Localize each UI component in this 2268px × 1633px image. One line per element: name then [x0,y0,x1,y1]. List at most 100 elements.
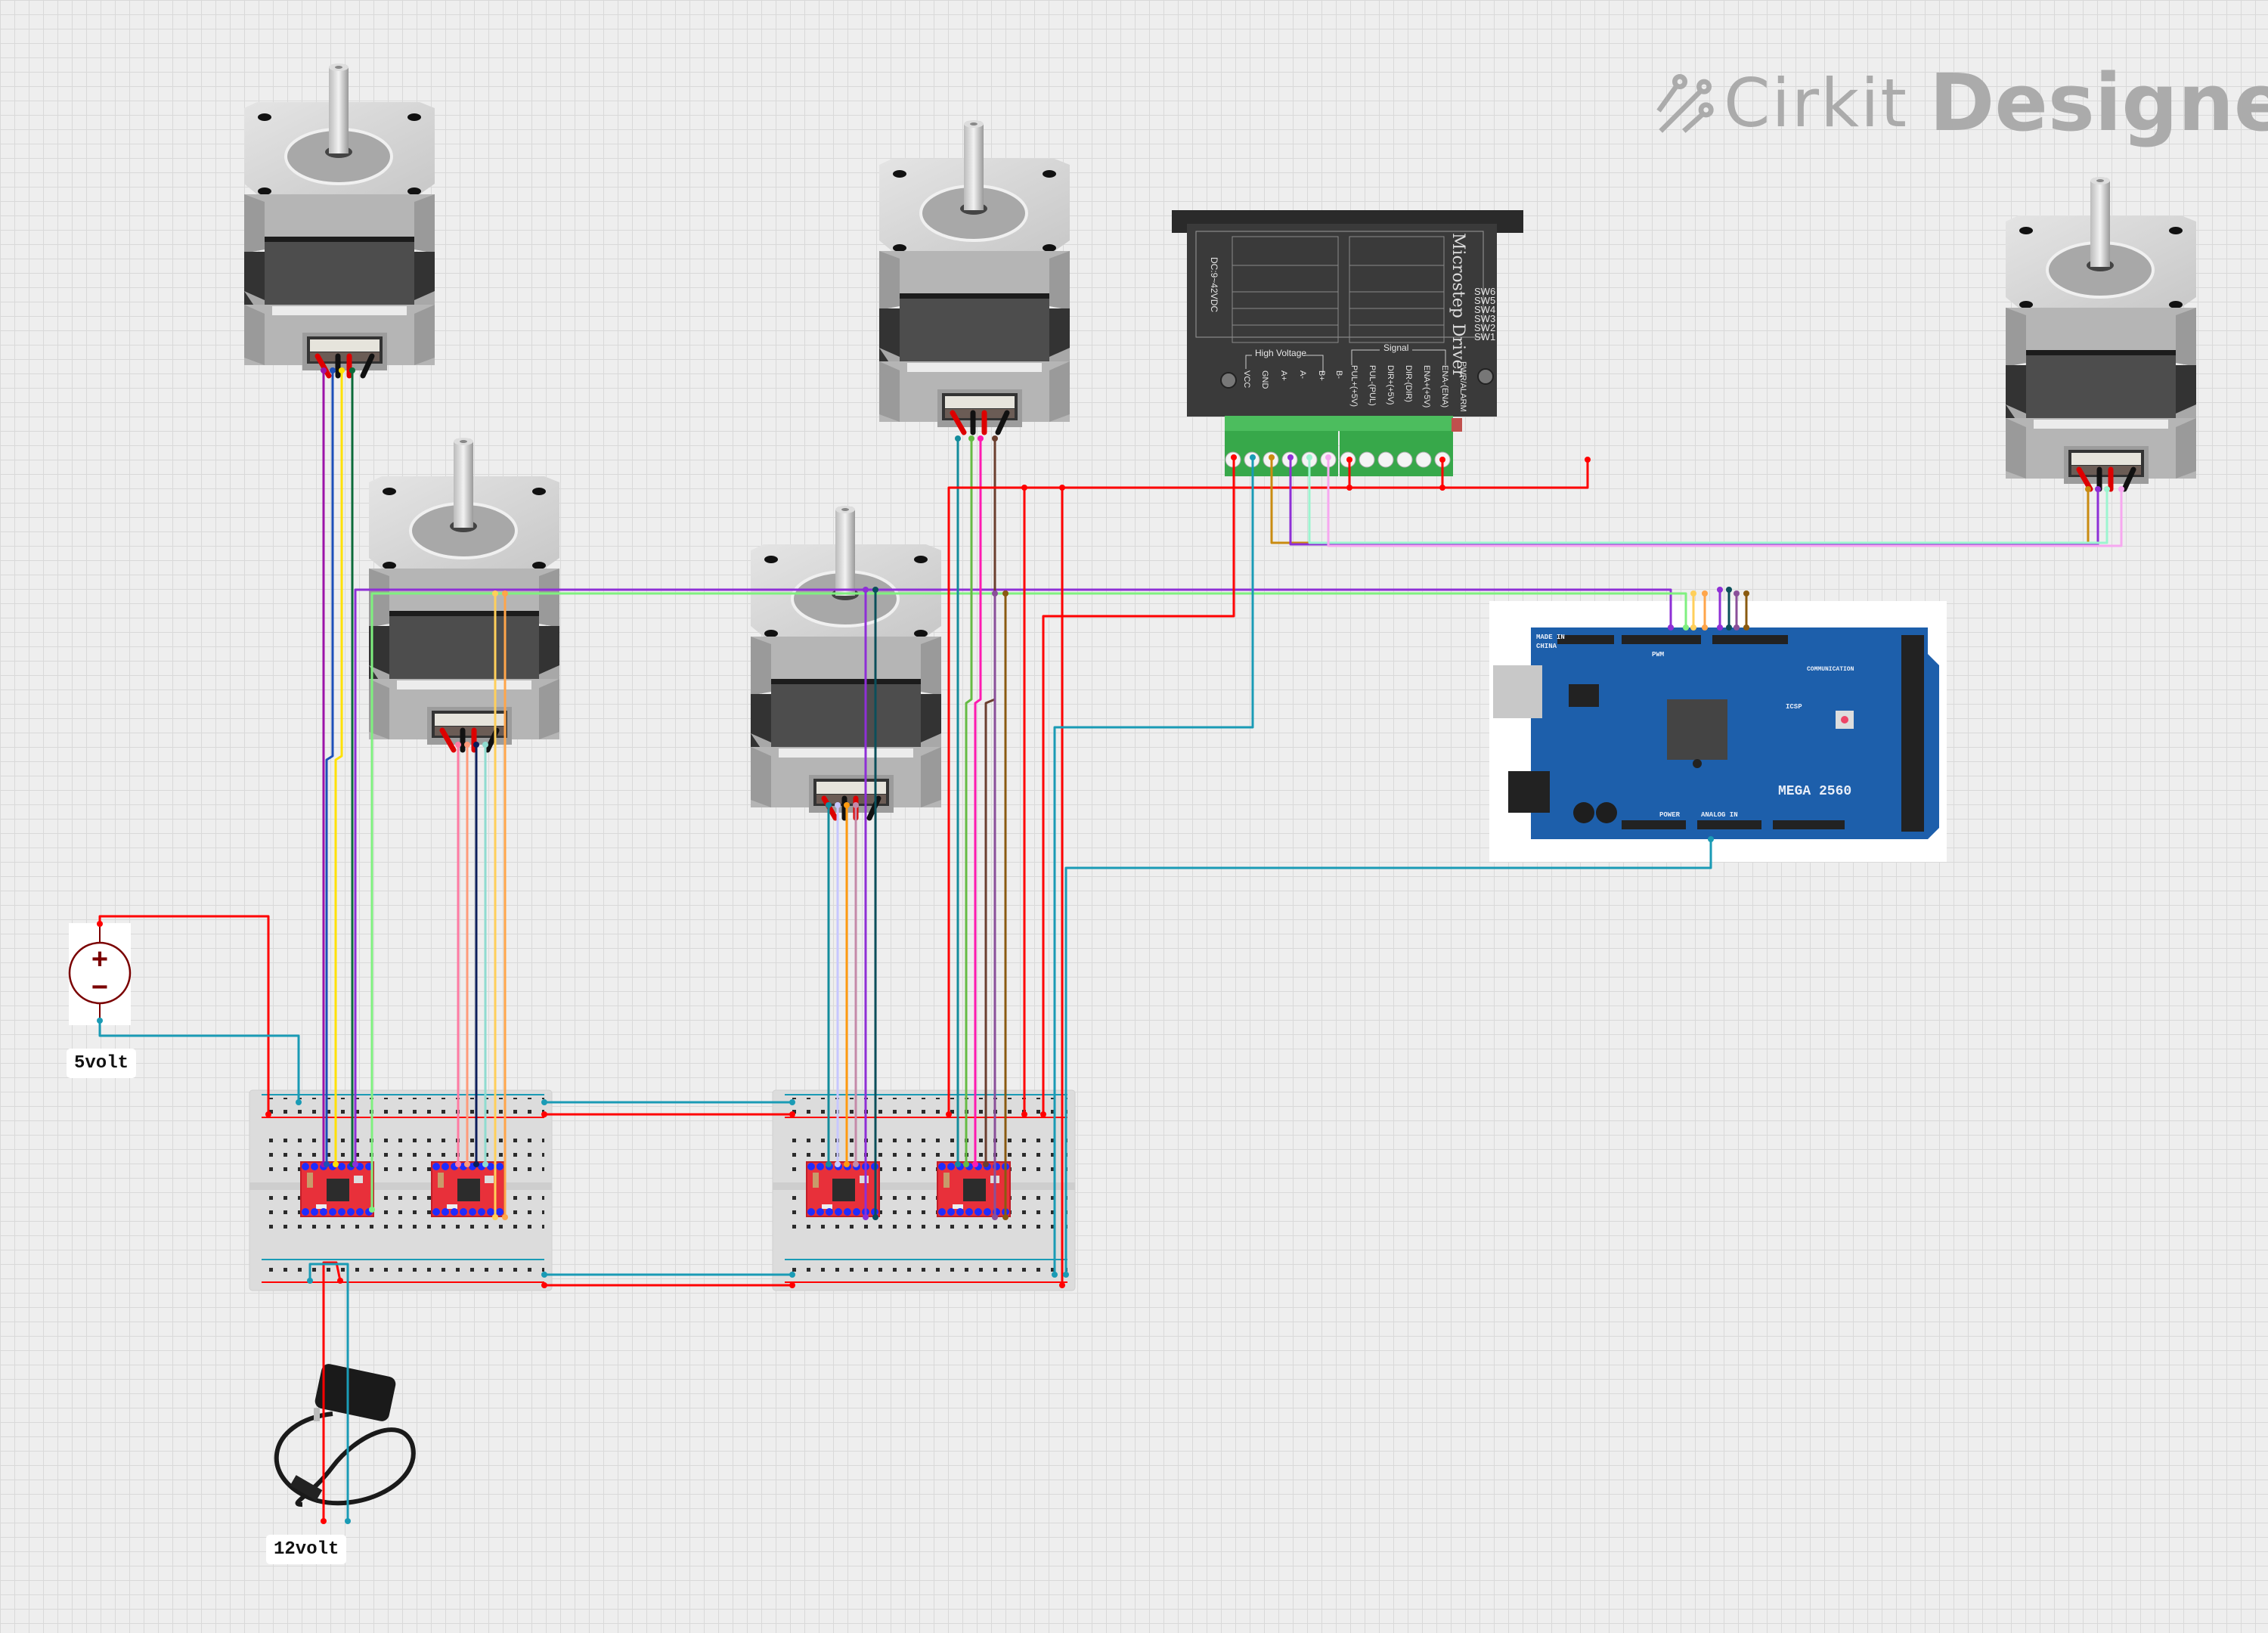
wire-endpoint[interactable] [464,1161,470,1167]
wire-endpoint[interactable] [1021,1111,1027,1117]
wire-endpoint[interactable] [1690,624,1696,631]
wire-light_green[interactable] [370,592,1687,1210]
wire-endpoint[interactable] [473,1161,479,1167]
wire-endpoint[interactable] [464,742,470,748]
wire-endpoint[interactable] [983,1161,989,1167]
wire-endpoint[interactable] [1734,624,1740,631]
wire-endpoint[interactable] [97,1018,103,1024]
wire-endpoint[interactable] [1059,485,1065,491]
wire-endpoint[interactable] [789,1111,795,1117]
wire-endpoint[interactable] [265,1111,271,1117]
wire-endpoint[interactable] [492,1214,498,1220]
wire-endpoint[interactable] [1250,454,1256,460]
wire-endpoint[interactable] [339,367,345,373]
wire-endpoint[interactable] [349,367,355,373]
terminal-screws[interactable] [1225,451,1451,468]
wire-aqua_mint[interactable] [1308,457,2108,544]
wire-ground[interactable] [98,1021,300,1102]
wire-ground[interactable] [1064,839,1712,1275]
wire-endpoint[interactable] [1683,624,1689,631]
wire-endpoint[interactable] [1743,624,1749,631]
wire-endpoint[interactable] [955,435,961,442]
wire-endpoint[interactable] [789,1099,795,1105]
wire-endpoint[interactable] [835,1161,841,1167]
wire-endpoint[interactable] [1325,454,1331,460]
stepper-motor-2[interactable] [879,120,1070,432]
wire-endpoint[interactable] [296,1099,302,1105]
wire-endpoint[interactable] [1726,587,1732,593]
stepper-motor-5[interactable] [2006,177,2196,489]
wire-endpoint[interactable] [872,587,878,593]
wire-endpoint[interactable] [872,1214,878,1220]
wire-endpoint[interactable] [541,1111,547,1117]
wire-purple[interactable] [354,588,1672,1164]
wire-endpoint[interactable] [789,1282,795,1288]
wire-endpoint[interactable] [1306,454,1312,460]
microstep-driver[interactable]: Microstep Driver DC:9~42VDC SW6 SW5 SW4 … [1172,210,1523,476]
wire-endpoint[interactable] [1346,485,1352,491]
a4988-driver-1[interactable] [300,1161,374,1217]
wire-endpoint[interactable] [541,1282,547,1288]
wire-endpoint[interactable] [1726,624,1732,631]
wire-ground[interactable] [1053,457,1254,1275]
wire-endpoint[interactable] [369,1207,375,1213]
wire-endpoint[interactable] [826,802,832,808]
breadboard-1[interactable] [249,1089,553,1291]
a4988-driver-3[interactable] [806,1161,880,1217]
wire-purple[interactable] [1289,457,2099,546]
wire-endpoint[interactable] [853,802,859,808]
wire-endpoint[interactable] [863,1214,869,1220]
wire-endpoint[interactable] [1585,457,1591,463]
wire-endpoint[interactable] [1063,1272,1069,1278]
wire-light_pink[interactable] [1327,457,2123,547]
wire-endpoint[interactable] [502,590,508,596]
wire-endpoint[interactable] [502,1214,508,1220]
wire-endpoint[interactable] [1734,590,1740,596]
wire-power[interactable] [947,460,1589,1114]
wire-endpoint[interactable] [492,590,498,596]
wire-endpoint[interactable] [1269,454,1275,460]
wire-endpoint[interactable] [1052,1272,1058,1278]
wire-brown[interactable] [984,438,996,1164]
wire-endpoint[interactable] [97,921,103,927]
wire-endpoint[interactable] [992,435,998,442]
wire-endpoint[interactable] [835,802,841,808]
wire-endpoint[interactable] [972,1161,978,1167]
wire-endpoint[interactable] [1287,454,1294,460]
wire-endpoint[interactable] [1059,1282,1065,1288]
wire-endpoint[interactable] [826,1161,832,1167]
wire-endpoint[interactable] [1346,457,1352,463]
wire-endpoint[interactable] [307,1278,313,1284]
wire-ground[interactable] [308,1263,349,1521]
wire-leaf[interactable] [965,438,973,1164]
wire-power[interactable] [98,915,270,1114]
wall-adapter-12v[interactable] [274,1362,416,1507]
wire-endpoint[interactable] [1708,836,1714,842]
wire-endpoint[interactable] [321,367,327,373]
wire-endpoint[interactable] [1668,624,1674,631]
wire-endpoint[interactable] [1231,454,1237,460]
wire-power[interactable] [322,1261,342,1521]
wire-endpoint[interactable] [345,1518,351,1524]
wire-endpoint[interactable] [946,1111,952,1117]
wire-endpoint[interactable] [978,435,984,442]
wire-endpoint[interactable] [541,1099,547,1105]
wire-power[interactable] [1042,457,1235,1114]
wire-endpoint[interactable] [2104,486,2110,492]
wire-endpoint[interactable] [1040,1111,1046,1117]
wire-endpoint[interactable] [963,1161,969,1167]
wire-endpoint[interactable] [541,1272,547,1278]
wire-endpoint[interactable] [853,1161,859,1167]
wire-yellow[interactable] [334,370,343,1164]
a4988-driver-4[interactable] [937,1161,1011,1217]
a4988-driver-2[interactable] [431,1161,505,1217]
wire-endpoint[interactable] [1743,590,1749,596]
wire-endpoint[interactable] [992,1214,998,1220]
wire-endpoint[interactable] [968,435,974,442]
wire-endpoint[interactable] [992,590,998,596]
wire-endpoint[interactable] [2085,486,2091,492]
wire-endpoint[interactable] [1439,457,1445,463]
wire-endpoint[interactable] [333,1161,339,1167]
wire-endpoint[interactable] [455,742,461,748]
